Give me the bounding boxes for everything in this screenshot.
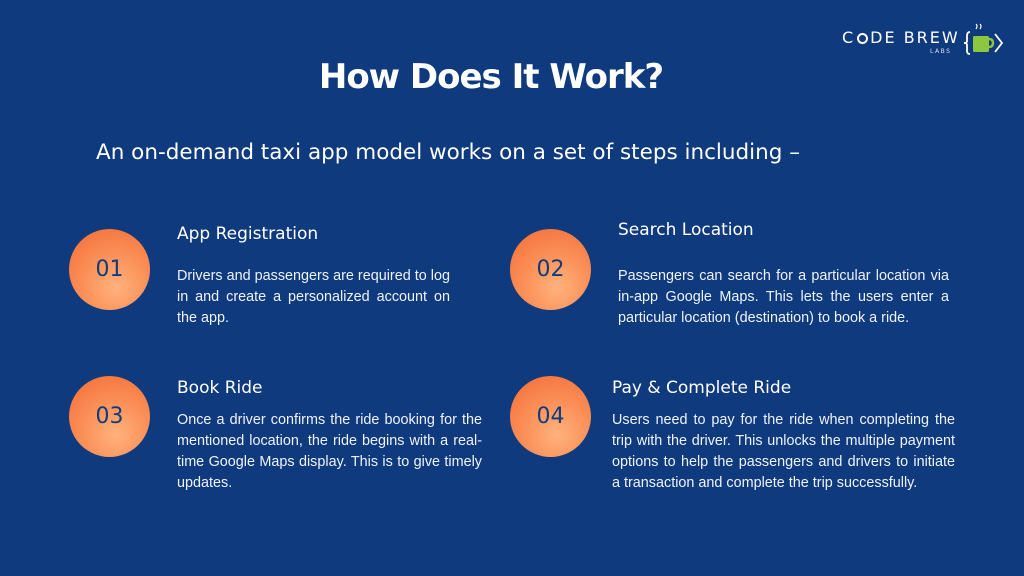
step-1-number-badge: 01 [69, 229, 150, 310]
page-title: How Does It Work? [318, 57, 664, 97]
step-4-title: Pay & Complete Ride [612, 378, 792, 398]
step-3-title: Book Ride [177, 378, 263, 398]
logo-sub-text: LABS [930, 48, 952, 55]
step-3-number-badge: 03 [69, 376, 150, 457]
step-2-description: Passengers can search for a particular l… [618, 268, 949, 326]
step-1-number: 01 [95, 257, 124, 282]
step-1-title: App Registration [177, 224, 319, 244]
step-4-description: Users need to pay for the ride when comp… [612, 412, 955, 491]
step-1-description: Drivers and passengers are required to l… [177, 268, 450, 326]
step-4-number-badge: 04 [510, 376, 591, 457]
step-2-title: Search Location [618, 220, 754, 240]
step-3-description: Once a driver confirms the ride booking … [177, 412, 482, 491]
step-2-number-badge: 02 [510, 229, 591, 310]
step-4-number: 04 [536, 404, 565, 429]
step-2-number: 02 [536, 257, 565, 282]
step-3-number: 03 [95, 404, 124, 429]
page-subtitle: An on-demand taxi app model works on a s… [96, 140, 801, 165]
coffee-brackets-icon [963, 23, 1004, 55]
logo-o-ring [857, 33, 869, 44]
